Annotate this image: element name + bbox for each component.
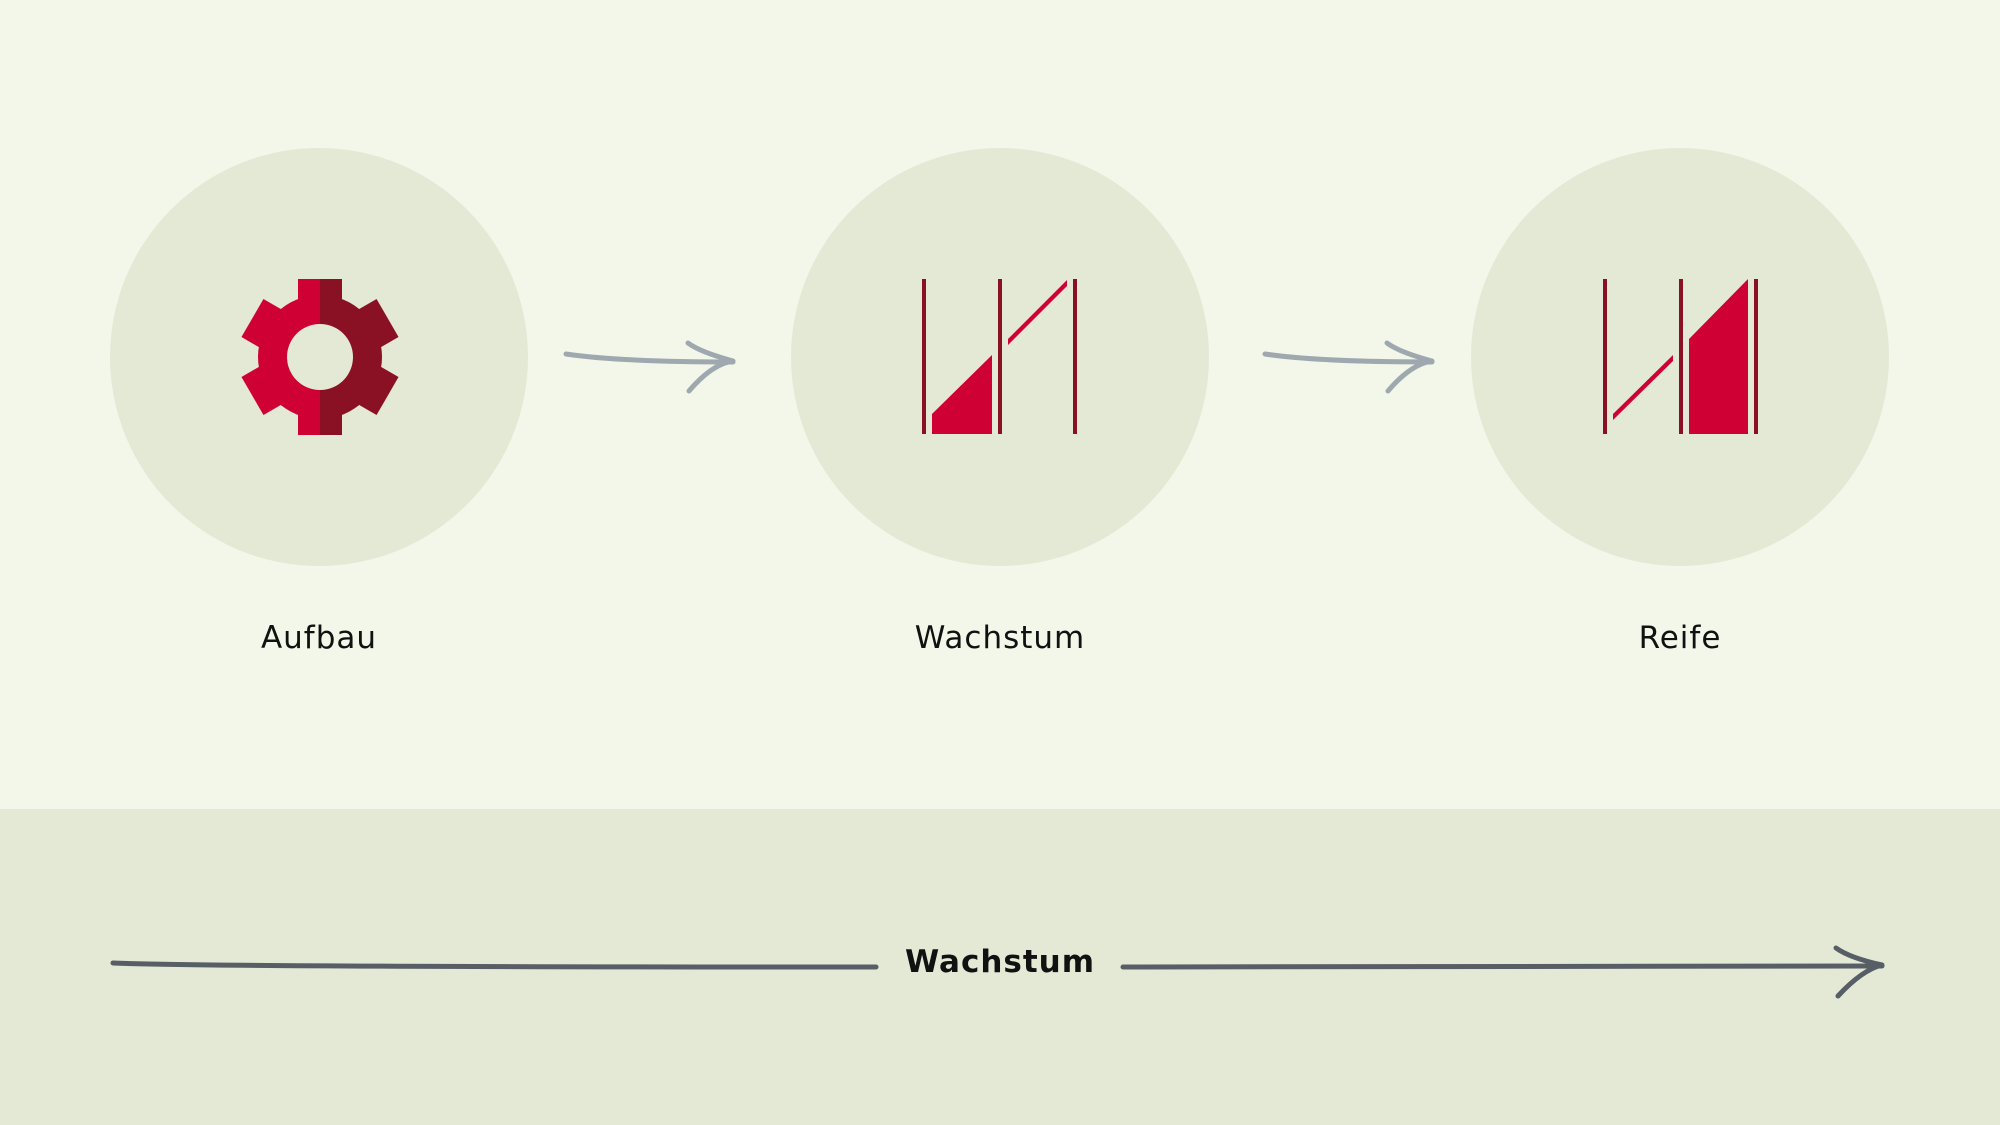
stage-label-aufbau: Aufbau	[260, 620, 378, 656]
arrow-icon	[1262, 340, 1435, 394]
stage-label-reife: Reife	[1638, 620, 1722, 656]
growth-axis-label: Wachstum	[904, 944, 1096, 980]
growth-chart-icon	[922, 279, 1077, 434]
maturity-chart-icon	[1603, 279, 1758, 434]
stage-label-wachstum: Wachstum	[914, 620, 1086, 656]
arrow-icon	[563, 340, 736, 394]
growth-axis-arrow	[110, 945, 1885, 999]
gear-icon	[241, 279, 399, 435]
